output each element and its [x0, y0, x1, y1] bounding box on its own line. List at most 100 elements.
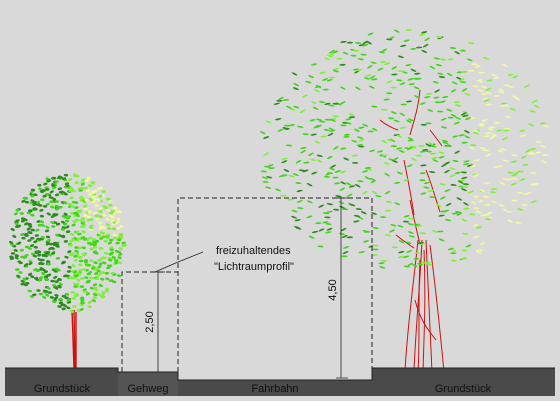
leaf [462, 185, 469, 188]
leaf [78, 259, 84, 263]
leaf [29, 244, 35, 248]
annotation-line-1: freizuhaltendes [216, 245, 291, 257]
leaf [468, 146, 476, 150]
leaf [386, 92, 393, 95]
leaf [30, 252, 36, 256]
leaf [466, 58, 473, 62]
leaf [512, 95, 518, 99]
leaf [326, 155, 333, 160]
leaf [454, 150, 461, 154]
leaf [92, 243, 97, 247]
leaf [478, 71, 485, 74]
leaf [407, 262, 414, 267]
leaf [273, 102, 281, 105]
leaf [101, 295, 106, 299]
dim-text-fahrbahn: 4,50 [327, 279, 339, 300]
leaf [101, 291, 106, 295]
leaf [460, 188, 468, 192]
leaf [313, 89, 320, 93]
leaf [425, 92, 432, 95]
leaf [531, 99, 538, 103]
leaf [460, 112, 467, 116]
leaf [434, 89, 440, 93]
leaf [276, 99, 283, 102]
leaf [78, 268, 83, 272]
leaf [405, 29, 412, 32]
fahrbahn-clearance-outline [177, 197, 373, 372]
leaf [450, 184, 457, 186]
leaf [418, 33, 426, 36]
leaf [456, 197, 463, 201]
leaf [63, 201, 68, 205]
leaf [472, 85, 479, 88]
leaf [348, 116, 356, 119]
leaf [332, 67, 339, 71]
leaf [422, 43, 429, 48]
leaf [462, 232, 469, 235]
dim-text-gehweg: 2,50 [144, 311, 156, 332]
leaf [74, 246, 79, 249]
leaf [79, 307, 84, 311]
leaf [64, 219, 70, 223]
leaf [425, 143, 432, 147]
leaf [55, 222, 61, 226]
leaf [461, 218, 468, 222]
leaf [89, 276, 94, 280]
leaf [351, 154, 359, 157]
leaf [499, 181, 506, 185]
leaf [497, 90, 505, 94]
leaf [94, 214, 99, 218]
leaf [116, 217, 121, 221]
leaf [446, 72, 453, 77]
leaf [482, 213, 490, 216]
leaf [21, 199, 26, 203]
leaf [461, 88, 468, 92]
leaf [363, 231, 371, 233]
leaf [357, 180, 364, 183]
leaf [112, 280, 117, 284]
leaf [343, 135, 350, 138]
leaf [63, 215, 68, 219]
leaf [341, 235, 348, 238]
leaf [101, 226, 107, 230]
leaf [371, 254, 379, 257]
leaf [30, 213, 35, 217]
leaf [42, 205, 48, 208]
leaf [77, 255, 82, 259]
leaf [26, 211, 31, 215]
leaf [80, 182, 85, 186]
leaf [420, 192, 427, 195]
leaf [379, 61, 387, 64]
leaf [535, 140, 542, 143]
leaf [355, 42, 362, 44]
leaf [291, 72, 298, 76]
leaf [394, 181, 401, 184]
leaf [43, 289, 49, 293]
leaf [324, 216, 331, 219]
leaf [86, 279, 91, 283]
leaf [489, 126, 496, 129]
leaf [265, 120, 272, 124]
leaf [328, 52, 334, 56]
leaf [89, 286, 94, 290]
leaf [462, 183, 470, 186]
leaf [32, 200, 37, 204]
leaf [507, 171, 514, 174]
leaf [507, 73, 514, 76]
leaf [427, 189, 434, 192]
leaf [32, 293, 37, 297]
leaf [9, 240, 14, 244]
leaf [379, 266, 386, 269]
leaf [391, 246, 398, 249]
leaf [423, 181, 430, 185]
leaf [20, 233, 25, 236]
leaf [393, 119, 400, 123]
leaf [405, 241, 412, 244]
leaf [308, 75, 315, 78]
leaf [92, 211, 98, 215]
leaf [355, 86, 361, 91]
leaf [73, 254, 78, 258]
leaf [332, 69, 340, 73]
leaf [306, 215, 313, 219]
